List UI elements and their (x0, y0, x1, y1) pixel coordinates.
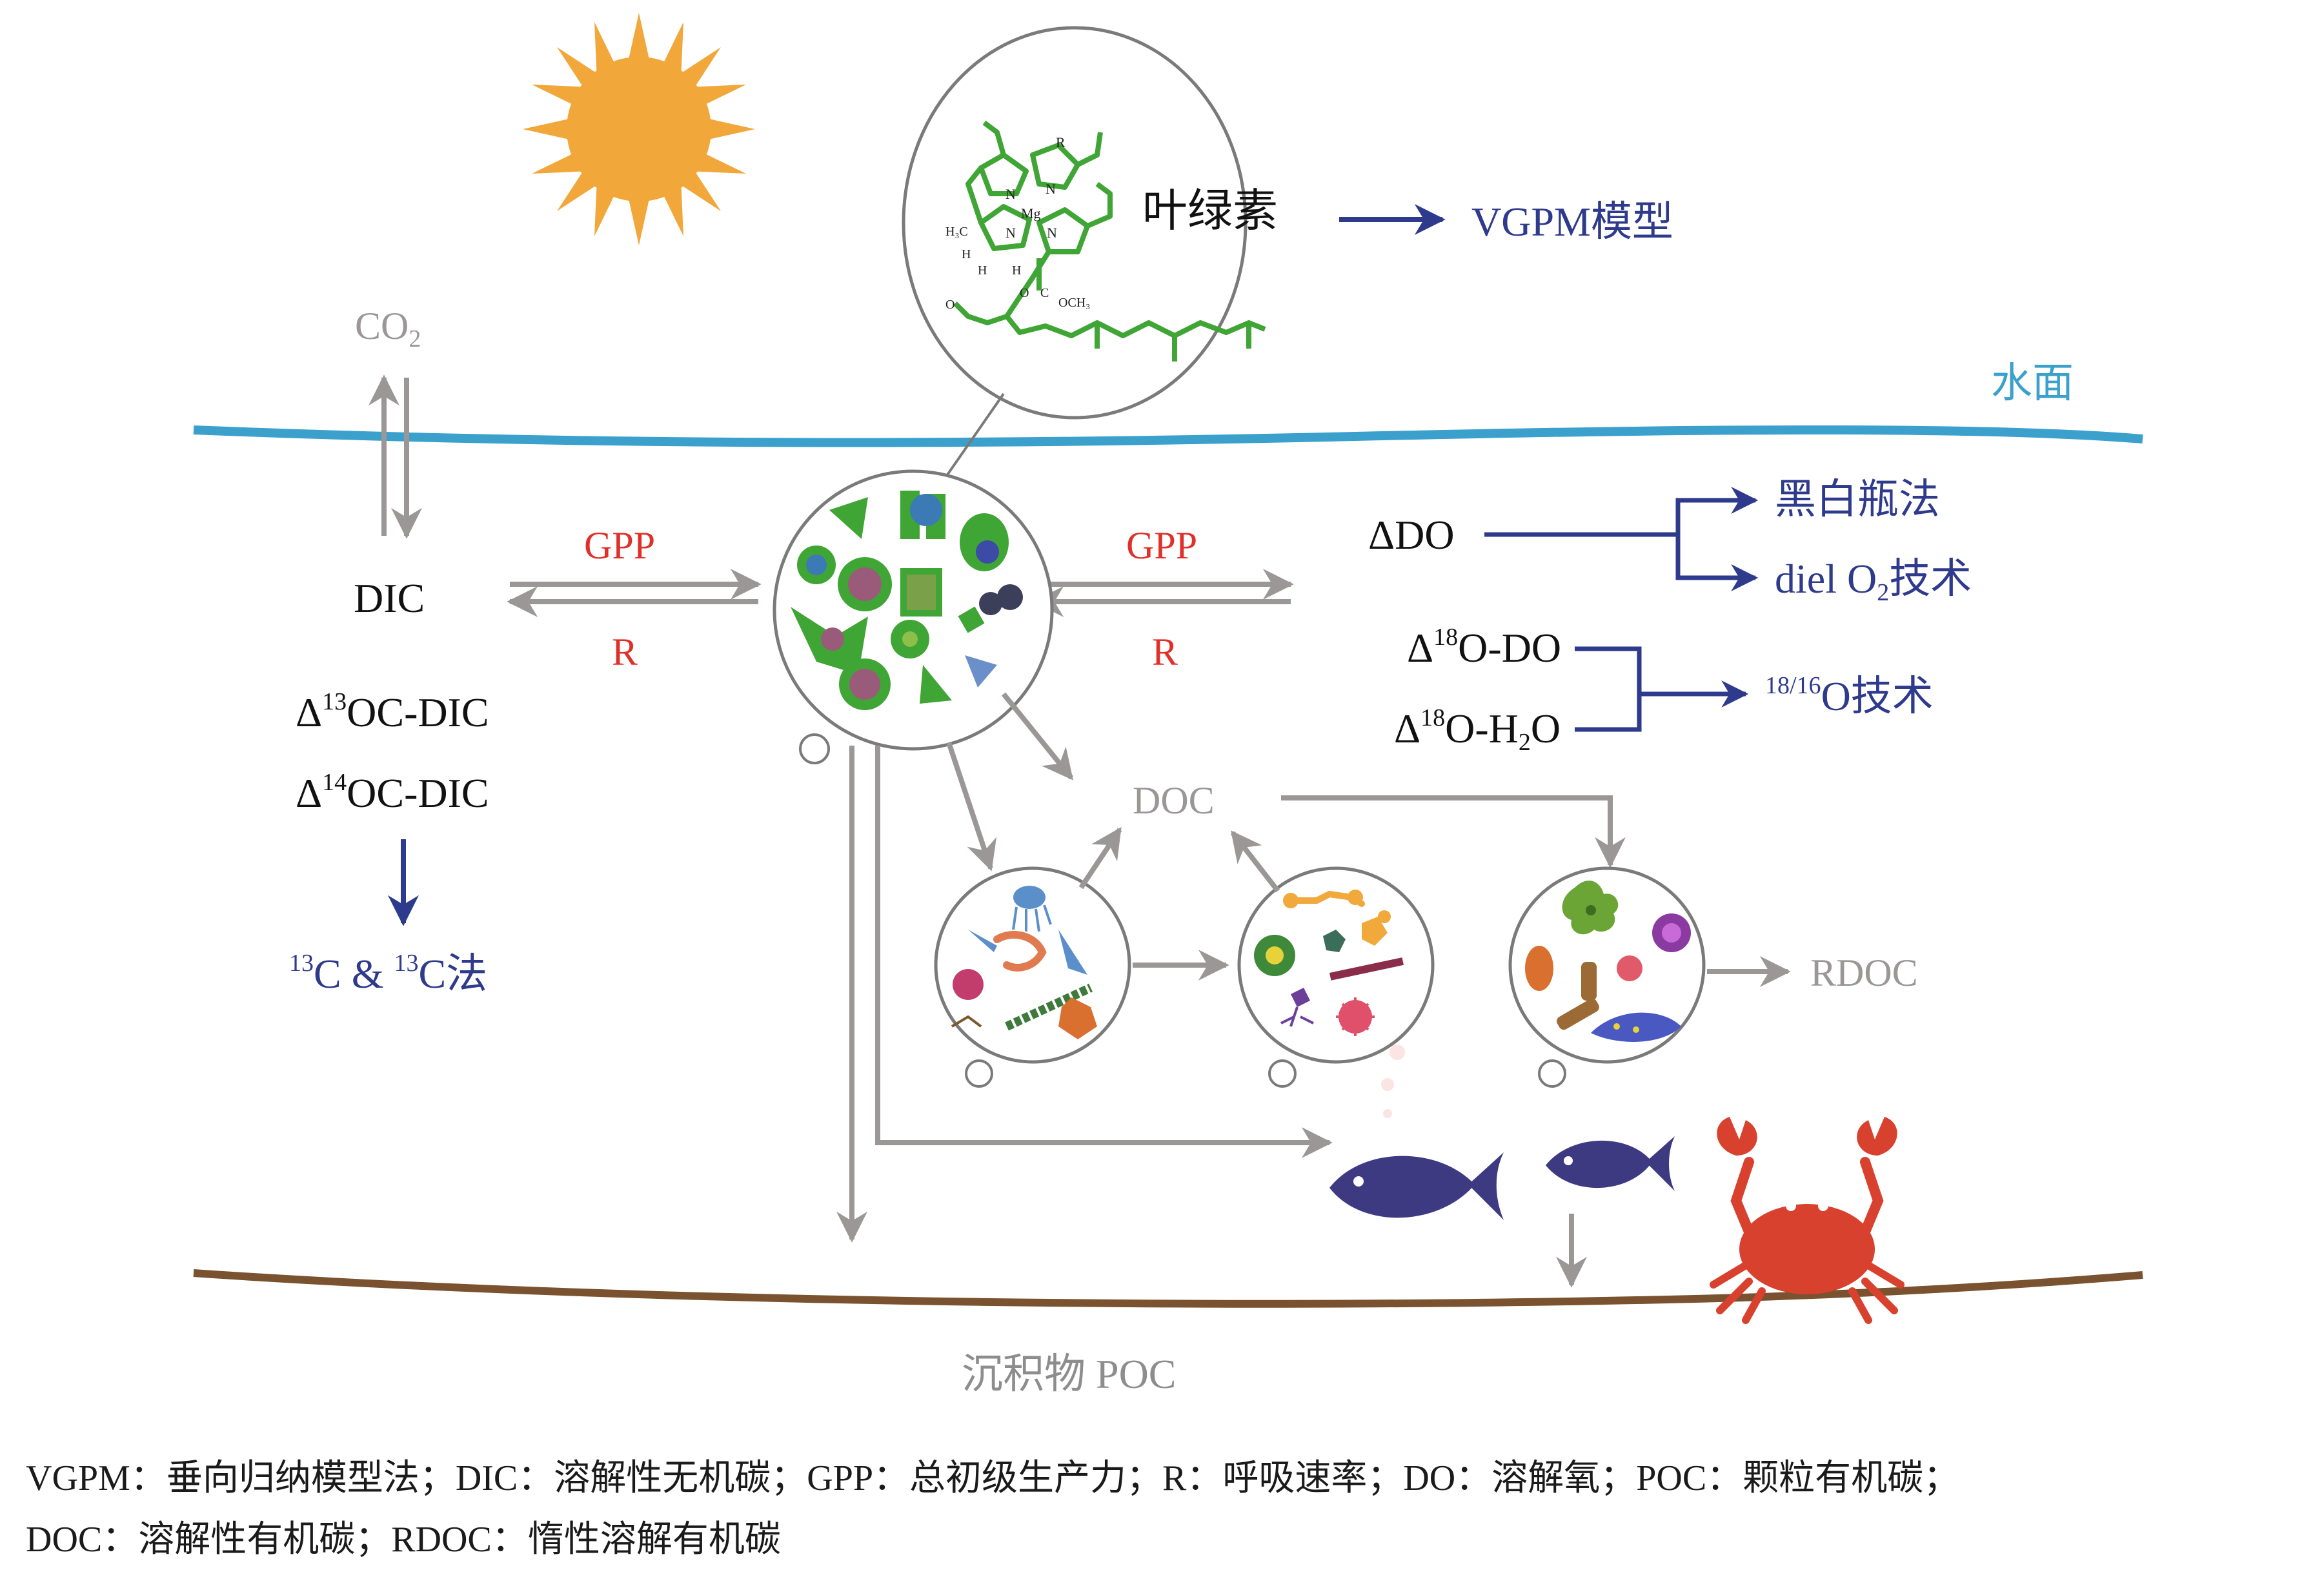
gpp-left-label: GPP (584, 524, 655, 567)
crab-icon (1710, 1117, 1905, 1324)
zooplankton-to-doc-arrow (1078, 827, 1122, 890)
delta18o-do-label: Δ18O-DO (1407, 624, 1561, 671)
phyto-to-doc-arrow (1001, 692, 1074, 780)
h-atom-label-2: H (978, 263, 987, 278)
h3c-group-label: H₃C (945, 225, 968, 239)
delta18o-h2o-label: Δ18O-H2O (1394, 704, 1561, 756)
r-group-label: R (1056, 134, 1066, 150)
diel-o2-label: diel O2技术 (1775, 556, 1972, 606)
fish-icon-small (1546, 1136, 1675, 1191)
gpp-right-label: GPP (1126, 524, 1197, 567)
o18-bracket (1575, 646, 1642, 732)
delta14-oc-dic-label: Δ14OC-DIC (296, 769, 489, 816)
phytoplankton-cells-icon (791, 491, 1023, 710)
r-right-label: R (1152, 631, 1178, 673)
vgpm-model-label: VGPM模型 (1471, 199, 1673, 245)
chlorophyll-molecule-icon (953, 120, 1266, 362)
dic-label: DIC (354, 575, 425, 621)
sediment-poc-label: 沉积物 POC (962, 1351, 1177, 1397)
virus-particles-icon (1254, 890, 1404, 1036)
o-atom-label-1: O (1020, 286, 1029, 300)
o-atom-label-2: O (945, 298, 955, 312)
sediment-line (193, 1269, 2143, 1308)
o1816-method-label: 18/16O技术 (1765, 672, 1934, 719)
phyto-to-zooplankton-arrow (946, 741, 997, 872)
delta13-oc-dic-label: Δ13OC-DIC (296, 688, 489, 735)
sun-icon (523, 13, 755, 245)
water-surface-line (193, 425, 2143, 447)
doc-to-bacteria-arrow (1281, 795, 1626, 868)
fish-icon-large (1329, 1152, 1504, 1220)
delta-do-label: ΔDO (1368, 512, 1455, 558)
black-white-bottle-label: 黑白瓶法 (1775, 476, 1940, 522)
n-atom-label-2: N (1046, 181, 1056, 197)
legend-line-1: VGPM：垂向归纳模型法；DIC：溶解性无机碳；GPP：总初级生产力；R：呼吸速… (26, 1458, 1960, 1498)
zooplankton-organisms-icon (951, 886, 1097, 1039)
bubble-tail-circle (1268, 1059, 1297, 1088)
bubble-tail-circle (965, 1059, 993, 1088)
h-atom-label-3: H (1012, 263, 1021, 278)
bacteria-microbes-icon (1525, 881, 1691, 1042)
virus-to-doc-arrow (1230, 830, 1280, 893)
bubble-tail-circle (799, 733, 830, 764)
phyto-to-fish-arrow (875, 746, 1333, 1158)
chlorophyll-bubble: Mg N N N N R H₃C H H H OCH₃ O C O 叶绿素 (902, 26, 1278, 420)
och3-group-label: OCH₃ (1058, 296, 1090, 310)
c13-method-label: 13C & 13C法 (289, 950, 487, 997)
n-atom-label-1: N (1005, 186, 1016, 202)
n-atom-label-4: N (1047, 225, 1057, 241)
legend-line-2: DOC：溶解性有机碳；RDOC：惰性溶解有机碳 (26, 1520, 781, 1560)
phytoplankton-bubble (773, 469, 1054, 764)
branch-to-black-white-arrow (1675, 487, 1759, 535)
n-atom-label-3: N (1005, 225, 1016, 241)
r-left-label: R (612, 631, 638, 673)
mg-atom-label: Mg (1021, 205, 1041, 221)
c-atom-label: C (1040, 286, 1049, 300)
chlorophyll-label: 叶绿素 (1142, 187, 1278, 236)
zooplankton-bubble (934, 866, 1131, 1088)
rdoc-label: RDOC (1810, 952, 1918, 994)
h-atom-label-1: H (962, 247, 971, 261)
co2-label: CO2 (355, 305, 421, 352)
doc-label: DOC (1133, 779, 1215, 822)
branch-to-diel-arrow (1675, 535, 1759, 591)
water-surface-label: 水面 (1991, 360, 2074, 406)
virus-bubble (1237, 866, 1435, 1118)
bacteria-bubble (1508, 866, 1706, 1088)
bubble-tail-circle (1538, 1059, 1566, 1088)
